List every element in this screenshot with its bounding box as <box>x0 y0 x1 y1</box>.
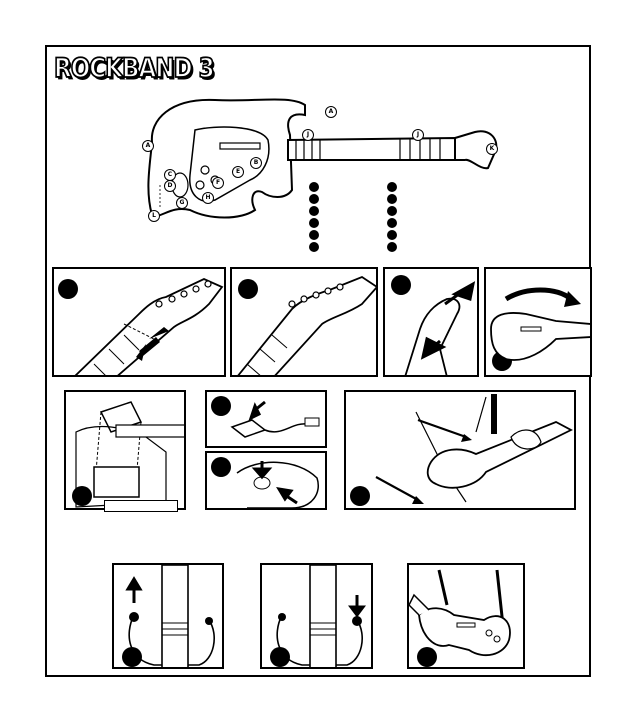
step-panel-5 <box>64 390 186 510</box>
arrow-icon <box>251 402 265 418</box>
step-panel-10 <box>407 563 525 669</box>
arrow-icon <box>445 284 473 304</box>
callout-j-right: J <box>412 129 424 141</box>
callout-a-left: A <box>142 140 154 152</box>
arrow-icon <box>279 489 297 503</box>
callout-h: H <box>202 192 214 204</box>
arrow-icon <box>351 595 363 615</box>
callout-e: E <box>232 166 244 178</box>
strap-icon <box>491 394 497 434</box>
step-panel-1 <box>52 267 226 377</box>
callout-d: D <box>164 180 176 192</box>
step-panel-2 <box>230 267 378 377</box>
callout-l: L <box>148 210 160 222</box>
step-panel-9 <box>260 563 373 669</box>
step-panel-3 <box>383 267 479 377</box>
callout-g: G <box>176 197 188 209</box>
callout-a-top: A <box>325 106 337 118</box>
step-panel-4 <box>484 267 592 377</box>
step-panel-6a <box>205 390 327 448</box>
step-panel-7 <box>344 390 576 510</box>
callout-f: F <box>212 177 224 189</box>
callout-j-left: J <box>302 129 314 141</box>
step-panel-6b <box>205 451 327 510</box>
step-panel-8 <box>112 563 224 669</box>
callout-b: B <box>250 157 262 169</box>
label-box-under-panel-5 <box>104 500 178 512</box>
arrow-icon <box>128 579 140 603</box>
callout-k: K <box>486 143 498 155</box>
